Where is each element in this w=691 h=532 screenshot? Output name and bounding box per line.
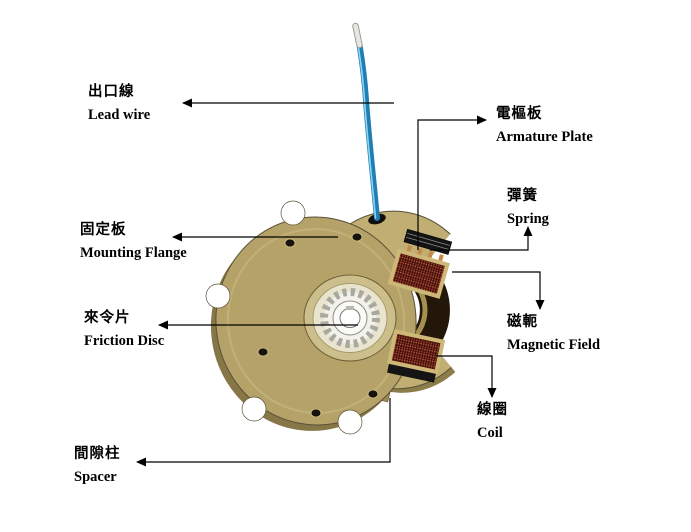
label-mounting-flange: 固定板 Mounting Flange xyxy=(80,222,187,261)
label-coil-en: Coil xyxy=(477,424,503,441)
armature-plate-section-bottom xyxy=(387,363,436,383)
label-spring-en: Spring xyxy=(507,210,549,227)
label-coil: 線圈 Coil xyxy=(477,402,508,441)
label-spacer-zh: 間隙柱 xyxy=(74,446,121,462)
label-magnetic-field-en: Magnetic Field xyxy=(507,336,601,353)
lead-wire-graphic xyxy=(356,42,380,221)
callout-spacer xyxy=(136,398,391,467)
callout-magnetic-field xyxy=(452,271,545,310)
flange-notch xyxy=(241,396,267,422)
flange-highlight xyxy=(226,228,406,414)
label-armature-plate-zh: 電樞板 xyxy=(496,106,543,122)
callout-armature-plate xyxy=(417,115,487,250)
clutch-assembly xyxy=(205,22,518,435)
callout-coil xyxy=(436,355,497,398)
label-friction-disc-zh: 來令片 xyxy=(84,310,131,326)
label-magnetic-field: 磁軛 Magnetic Field xyxy=(507,314,600,353)
friction-disc-hub xyxy=(303,274,397,362)
label-mounting-flange-en: Mounting Flange xyxy=(80,244,187,261)
lead-wire-highlight xyxy=(357,44,377,219)
label-mounting-flange-zh: 固定板 xyxy=(80,222,127,238)
label-lead-wire-zh: 出口線 xyxy=(88,84,135,100)
spring-section xyxy=(406,245,444,262)
label-friction-disc-en: Friction Disc xyxy=(84,332,165,349)
label-friction-disc: 來令片 Friction Disc xyxy=(84,310,164,349)
flange-notch xyxy=(205,283,231,309)
label-magnetic-field-zh: 磁軛 xyxy=(507,314,538,330)
coil-section-bottom xyxy=(387,329,446,375)
label-armature-plate: 電樞板 Armature Plate xyxy=(496,106,593,145)
label-spacer: 間隙柱 Spacer xyxy=(74,446,121,485)
callout-spring xyxy=(430,226,533,251)
cutaway-wedge xyxy=(395,205,518,395)
lead-wire-tip xyxy=(353,23,362,48)
top-section xyxy=(387,228,453,299)
label-spacer-en: Spacer xyxy=(74,468,117,485)
label-spring-zh: 彈簧 xyxy=(507,188,538,204)
label-armature-plate-en: Armature Plate xyxy=(496,128,593,145)
label-lead-wire: 出口線 Lead wire xyxy=(88,84,150,123)
bottom-section xyxy=(387,329,446,383)
flange-notch xyxy=(337,409,363,435)
coil-section-top xyxy=(387,248,450,299)
label-spring: 彈簧 Spring xyxy=(507,188,549,227)
flange-bolt-holes xyxy=(257,232,379,418)
label-lead-wire-en: Lead wire xyxy=(88,106,151,123)
label-coil-zh: 線圈 xyxy=(477,402,508,418)
flange-notch xyxy=(280,200,306,226)
